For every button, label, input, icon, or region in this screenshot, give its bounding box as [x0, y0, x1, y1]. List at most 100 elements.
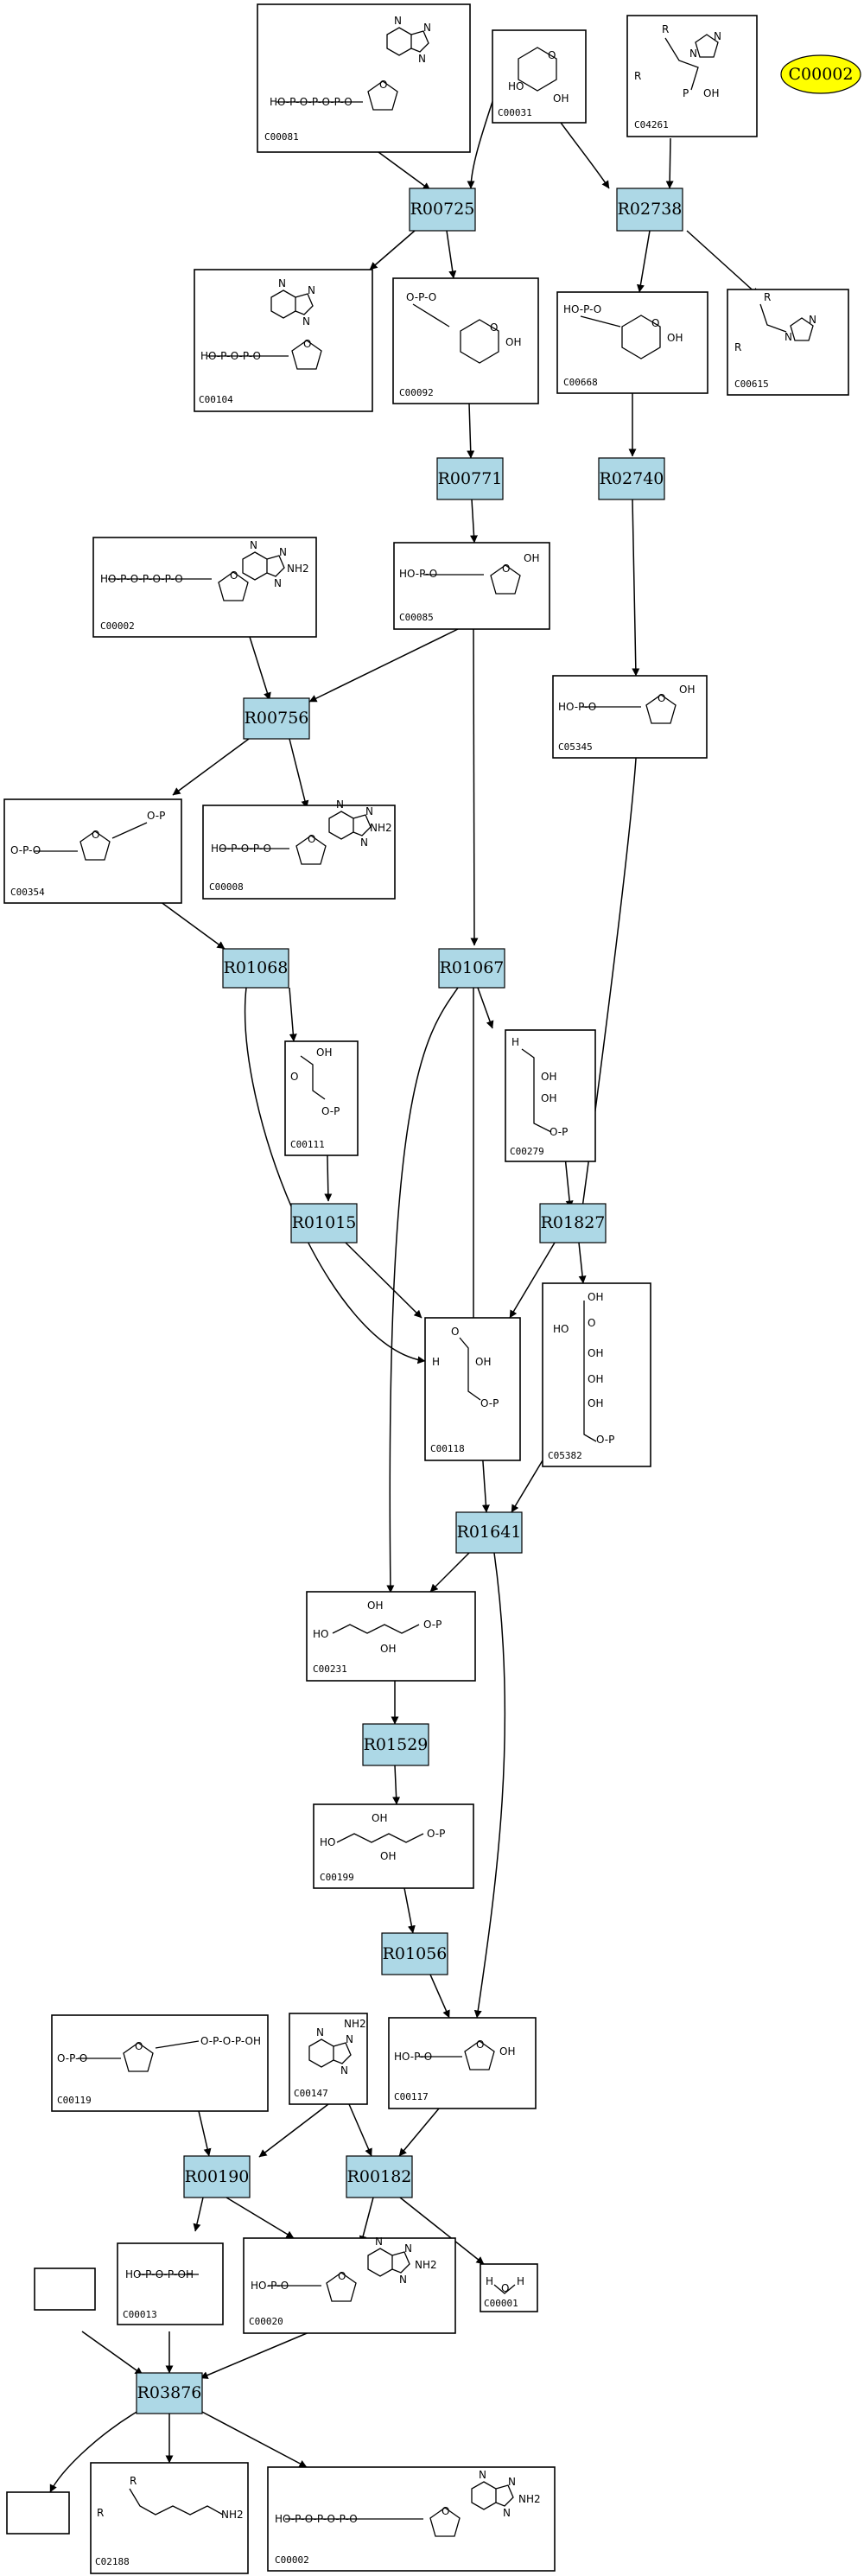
svg-text:HO-P-O-P-O-P-O: HO-P-O-P-O-P-O [275, 2513, 358, 2525]
svg-text:HO: HO [553, 1323, 569, 1335]
compound-C00147[interactable]: NH2 C00147 [289, 2013, 368, 2105]
svg-text:O-P: O-P [550, 1126, 568, 1138]
compound-id: C00354 [10, 887, 45, 898]
compound-id: C00002 [100, 620, 135, 632]
compound-C00013[interactable]: HO-P-O-P-OH C00013 [117, 2242, 224, 2325]
svg-text:OH: OH [380, 1643, 396, 1655]
svg-text:NH2: NH2 [415, 2259, 437, 2271]
compound-C00031[interactable]: HO OH C00031 [492, 29, 587, 124]
compound-C00092[interactable]: O-P-O OH C00092 [392, 277, 539, 404]
svg-text:R: R [662, 23, 669, 35]
reaction-label: R01827 [541, 1213, 606, 1232]
compound-id: C00031 [498, 107, 532, 118]
reaction-R01067[interactable]: R01067 [438, 948, 505, 989]
empty-node-bottom[interactable] [6, 2491, 70, 2535]
svg-text:OH: OH [541, 1071, 556, 1083]
compound-C00081[interactable]: HO-P-O-P-O-P-O C00081 [257, 3, 471, 153]
reaction-R01529[interactable]: R01529 [362, 1723, 429, 1766]
svg-text:OH: OH [380, 1850, 396, 1862]
reaction-label: R00190 [185, 2167, 250, 2186]
compound-id: C04261 [634, 119, 669, 130]
reaction-R00182[interactable]: R00182 [346, 2155, 413, 2198]
empty-node-top[interactable] [34, 2268, 96, 2311]
reaction-R00190[interactable]: R00190 [183, 2155, 251, 2198]
compound-C02188[interactable]: R R NH2 C02188 [90, 2462, 249, 2574]
compound-C00668[interactable]: HO-P-O OH C00668 [556, 291, 708, 394]
reaction-R00771[interactable]: R00771 [436, 457, 504, 500]
reaction-R00756[interactable]: R00756 [243, 697, 310, 740]
compound-C00085[interactable]: HO-P-O OH C00085 [393, 542, 550, 630]
compound-C04261[interactable]: R R P OH C04261 [626, 15, 758, 137]
reaction-R03876[interactable]: R03876 [136, 2372, 203, 2414]
reaction-label: R02738 [618, 200, 683, 219]
svg-text:HO-P-O-P-OH: HO-P-O-P-OH [125, 2268, 194, 2280]
compound-C00615[interactable]: R R C00615 [727, 289, 849, 396]
compound-id: C00147 [294, 2088, 328, 2099]
compound-C00117[interactable]: HO-P-O OH C00117 [388, 2017, 537, 2109]
svg-text:HO-P-O-P-O-P-O: HO-P-O-P-O-P-O [270, 96, 353, 108]
svg-text:HO-P-O-P-O: HO-P-O-P-O [200, 350, 261, 362]
svg-text:O-P: O-P [423, 1619, 442, 1631]
svg-text:OH: OH [499, 2045, 515, 2058]
svg-text:R: R [634, 70, 641, 82]
svg-text:HO-P-O: HO-P-O [251, 2280, 289, 2292]
svg-text:H: H [486, 2275, 493, 2287]
svg-text:O-P-O: O-P-O [57, 2052, 87, 2064]
compound-C00020[interactable]: HO-P-O NH2 C00020 [243, 2235, 456, 2334]
svg-text:HO: HO [313, 1628, 328, 1640]
svg-text:OH: OH [588, 1373, 603, 1385]
svg-text:OH: OH [541, 1092, 556, 1104]
svg-text:O: O [501, 2282, 509, 2294]
svg-text:O-P-O-P-OH: O-P-O-P-OH [200, 2035, 261, 2047]
compound-id: C00020 [249, 2316, 283, 2327]
compound-id: C00118 [430, 1443, 465, 1454]
reaction-label: R01529 [364, 1735, 429, 1754]
compound-id: C00008 [209, 881, 244, 893]
compound-C00119[interactable]: O-P-O O-P-O-P-OH C00119 [51, 2014, 269, 2112]
compound-C00002-bottom[interactable]: HO-P-O-P-O-P-O NH2 C00002 [267, 2466, 556, 2572]
compound-C05345[interactable]: HO-P-O OH C05345 [552, 675, 708, 759]
svg-text:O-P-O: O-P-O [10, 844, 41, 856]
svg-text:NH2: NH2 [344, 2018, 366, 2030]
svg-text:HO-P-O-P-O-P-O: HO-P-O-P-O-P-O [100, 573, 183, 585]
compound-C00231[interactable]: HO OH OH O-P C00231 [306, 1591, 476, 1682]
compound-id: C00615 [734, 378, 769, 390]
reaction-R02740[interactable]: R02740 [598, 457, 665, 500]
reaction-label: R00725 [410, 200, 475, 219]
svg-text:H: H [511, 1036, 519, 1048]
reaction-label: R00756 [245, 709, 309, 728]
highlight-compound[interactable]: C00002 [780, 54, 861, 94]
compound-id: C00117 [394, 2091, 429, 2102]
compound-C00118[interactable]: O H OH O-P C00118 [424, 1317, 521, 1461]
compound-C00001[interactable]: H O H C00001 [480, 2263, 538, 2312]
svg-text:R: R [734, 341, 741, 353]
reaction-R01015[interactable]: R01015 [290, 1203, 358, 1243]
compound-id: C00668 [563, 377, 598, 388]
compound-C00111[interactable]: OH O O-P C00111 [284, 1040, 359, 1156]
compound-C00199[interactable]: HO OH OH O-P C00199 [313, 1803, 474, 1889]
compound-C05382[interactable]: OH O HO OH OH OH O-P C05382 [542, 1282, 651, 1467]
reaction-R01056[interactable]: R01056 [381, 1932, 448, 1975]
compound-id: C05345 [558, 741, 593, 753]
compound-id: C05382 [548, 1450, 582, 1461]
compound-C00354[interactable]: O-P-O O-P C00354 [3, 798, 182, 904]
compound-C00008[interactable]: HO-P-O-P-O NH2 C00008 [202, 798, 396, 900]
compound-id: C00199 [320, 1872, 354, 1883]
svg-text:OH: OH [703, 87, 719, 99]
reaction-R00725[interactable]: R00725 [409, 188, 476, 232]
compound-C00279[interactable]: H OH OH O-P C00279 [505, 1029, 596, 1162]
compound-C00104[interactable]: HO-P-O-P-O C00104 [194, 269, 373, 412]
compound-id: C00279 [510, 1146, 544, 1157]
reaction-R01641[interactable]: R01641 [455, 1511, 523, 1554]
svg-text:O: O [588, 1317, 595, 1329]
svg-text:NH2: NH2 [287, 563, 309, 575]
compound-C00002-top[interactable]: HO-P-O-P-O-P-O NH2 C00002 [92, 537, 317, 638]
svg-text:R: R [130, 2475, 137, 2487]
reaction-R01068[interactable]: R01068 [222, 948, 289, 989]
reaction-R02738[interactable]: R02738 [616, 188, 683, 232]
svg-text:HO-P-O: HO-P-O [558, 701, 596, 713]
reaction-label: R01641 [457, 1523, 522, 1542]
reaction-R01827[interactable]: R01827 [539, 1203, 607, 1243]
svg-text:NH2: NH2 [370, 822, 392, 834]
svg-text:OH: OH [588, 1347, 603, 1359]
